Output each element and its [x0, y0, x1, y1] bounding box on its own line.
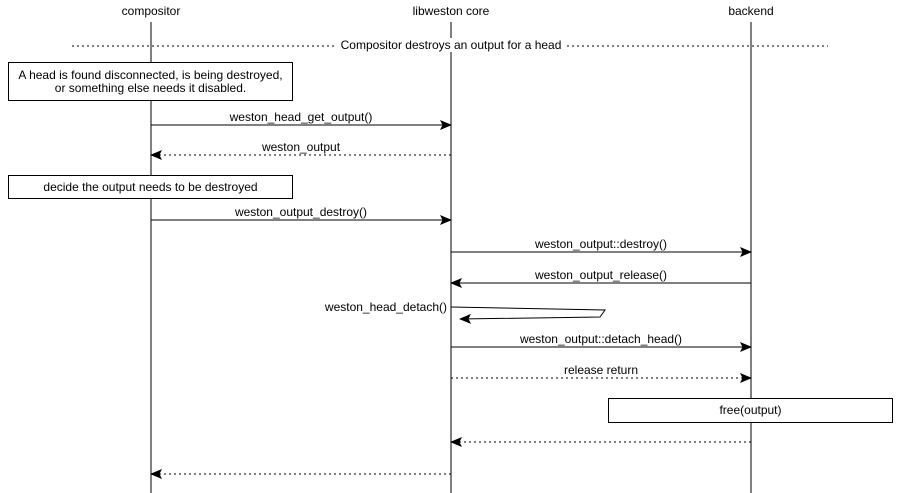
msg-weston-output-destroy-vfunc-label: weston_output::destroy() [531, 237, 671, 251]
msg-release-return-label: release return [560, 363, 642, 377]
note-head-disconnected: A head is found disconnected, is being d… [8, 62, 293, 101]
msg-weston-output-detach-head-label: weston_output::detach_head() [516, 332, 686, 346]
msg-weston-output-destroy-label: weston_output_destroy() [231, 205, 371, 219]
msg-weston-head-get-output-label: weston_head_get_output() [226, 110, 376, 124]
actor-label-backend: backend [728, 4, 774, 18]
msg-weston-head-detach-label: weston_head_detach() [321, 300, 449, 314]
note-free-output-text: free(output) [719, 403, 782, 417]
note-head-disconnected-text: A head is found disconnected, is being d… [18, 67, 283, 95]
note-decide-destroy: decide the output needs to be destroyed [8, 175, 293, 199]
msg-weston-output-return-label: weston_output [258, 140, 344, 154]
note-decide-destroy-text: decide the output needs to be destroyed [43, 179, 258, 194]
actor-label-compositor: compositor [121, 4, 181, 18]
divider-label: Compositor destroys an output for a head [336, 38, 566, 52]
msg-weston-head-detach-path [450, 306, 606, 324]
msg-weston-output-release-label: weston_output_release() [531, 268, 671, 282]
note-free-output: free(output) [608, 398, 893, 423]
actor-label-libweston: libweston core [412, 4, 490, 18]
